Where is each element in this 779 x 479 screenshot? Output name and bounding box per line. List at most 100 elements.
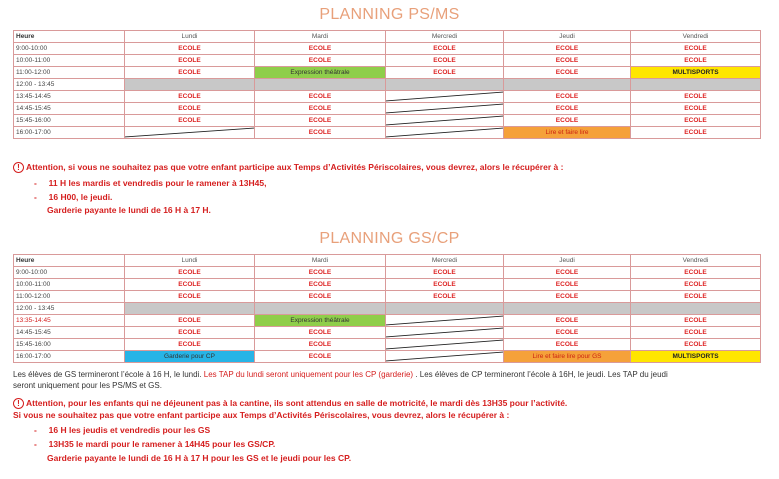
cell: ECOLE [503, 42, 631, 55]
cell: ECOLE [124, 42, 255, 55]
cell-empty [124, 78, 255, 91]
time-cell: 16:00-17:00 [13, 126, 125, 139]
time-cell: 12:00 - 13:45 [13, 78, 125, 91]
cell: ECOLE [630, 266, 761, 279]
cell: ECOLE [124, 326, 255, 339]
cell: ECOLE [254, 126, 386, 139]
col-mardi: Mardi [254, 30, 386, 43]
table-row: 14:45-15:45 ECOLE ECOLE ECOLE ECOLE [13, 326, 761, 339]
warning-line-2: !Attention, pour les enfants qui ne déje… [13, 398, 567, 410]
warning-line-3: Si vous ne souhaitez pas que votre enfan… [13, 410, 510, 420]
cell: ECOLE [630, 290, 761, 303]
time-cell: 12:00 - 13:45 [13, 302, 125, 315]
cell: ECOLE [124, 90, 255, 103]
cell: ECOLE [254, 278, 386, 291]
warning-line-1: !Attention, si vous ne souhaitez pas que… [13, 162, 563, 174]
cell: ECOLE [503, 66, 631, 79]
time-cell: 15:45-16:00 [13, 114, 125, 127]
col-lundi: Lundi [124, 254, 255, 267]
col-lundi: Lundi [124, 30, 255, 43]
cell-empty [385, 78, 504, 91]
cell: ECOLE [630, 314, 761, 327]
cell: ECOLE [630, 114, 761, 127]
cell-struck [385, 114, 504, 127]
cell-struck [385, 90, 504, 103]
garderie-note-1: Garderie payante le lundi de 16 H à 17 H… [47, 205, 211, 215]
cell: ECOLE [254, 54, 386, 67]
table-row: 11:00-12:00 ECOLE Expression théâtrale E… [13, 66, 761, 79]
list-item: - 11 H les mardis et vendredis pour le r… [34, 178, 267, 188]
cell-struck [385, 126, 504, 139]
cell: ECOLE [503, 90, 631, 103]
col-heure: Heure [13, 254, 125, 267]
planning-gs-cp-table: Heure Lundi Mardi Mercredi Jeudi Vendred… [13, 254, 761, 363]
col-vendredi: Vendredi [630, 30, 761, 43]
cell: ECOLE [124, 266, 255, 279]
cell: ECOLE [503, 114, 631, 127]
cell: ECOLE [630, 102, 761, 115]
time-cell: 10:00-11:00 [13, 278, 125, 291]
col-heure: Heure [13, 30, 125, 43]
cell-empty [254, 302, 386, 315]
time-cell: 11:00-12:00 [13, 290, 125, 303]
cell-expression-theatrale: Expression théâtrale [254, 66, 386, 79]
cell: ECOLE [124, 102, 255, 115]
col-vendredi: Vendredi [630, 254, 761, 267]
cell: ECOLE [503, 338, 631, 351]
cell-empty [254, 78, 386, 91]
cell: ECOLE [254, 102, 386, 115]
table-row: 13:35-14:45 ECOLE Expression théâtrale E… [13, 314, 761, 327]
cell-struck [385, 326, 504, 339]
list-item: - 16 H les jeudis et vendredis pour les … [34, 425, 211, 435]
cell: ECOLE [630, 338, 761, 351]
time-cell: 16:00-17:00 [13, 350, 125, 363]
cell: ECOLE [503, 314, 631, 327]
cell: ECOLE [503, 278, 631, 291]
cell: ECOLE [503, 290, 631, 303]
cell: ECOLE [254, 290, 386, 303]
header-row: Heure Lundi Mardi Mercredi Jeudi Vendred… [13, 30, 761, 43]
time-cell: 10:00-11:00 [13, 54, 125, 67]
warning-circle-icon: ! [13, 398, 24, 410]
table-row: 13:45-14:45 ECOLE ECOLE ECOLE ECOLE [13, 90, 761, 103]
cell-garderie-cp: Garderie pour CP [124, 350, 255, 363]
table-row: 9:00-10:00 ECOLE ECOLE ECOLE ECOLE ECOLE [13, 42, 761, 55]
time-cell: 13:45-14:45 [13, 90, 125, 103]
cell: ECOLE [254, 338, 386, 351]
cell: ECOLE [124, 338, 255, 351]
cell: ECOLE [385, 66, 504, 79]
cell-empty [503, 78, 631, 91]
cell: ECOLE [385, 278, 504, 291]
cell: ECOLE [124, 114, 255, 127]
col-jeudi: Jeudi [503, 30, 631, 43]
cell: ECOLE [630, 90, 761, 103]
cell-lire-et-faire-lire: Lire et faire lire [503, 126, 631, 139]
table-row: 16:00-17:00 ECOLE Lire et faire lire ECO… [13, 126, 761, 139]
cell: ECOLE [254, 326, 386, 339]
cell-struck [385, 350, 504, 363]
cell-struck [124, 126, 255, 139]
cell: ECOLE [254, 114, 386, 127]
cell: ECOLE [630, 126, 761, 139]
cell: ECOLE [385, 54, 504, 67]
cell: ECOLE [385, 42, 504, 55]
cell: ECOLE [503, 266, 631, 279]
table-row: 15:45-16:00 ECOLE ECOLE ECOLE ECOLE [13, 338, 761, 351]
cell: ECOLE [124, 54, 255, 67]
cell: ECOLE [254, 42, 386, 55]
cell-multisports: MULTISPORTS [630, 350, 761, 363]
cell: ECOLE [503, 326, 631, 339]
cell-lire-et-faire-lire-gs: Lire et faire lire pour GS [503, 350, 631, 363]
cell-struck [385, 314, 504, 327]
cell: ECOLE [124, 290, 255, 303]
table-row: 11:00-12:00 ECOLE ECOLE ECOLE ECOLE ECOL… [13, 290, 761, 303]
cell-struck [385, 102, 504, 115]
cell: ECOLE [124, 278, 255, 291]
table-row: 10:00-11:00 ECOLE ECOLE ECOLE ECOLE ECOL… [13, 54, 761, 67]
cell: ECOLE [630, 42, 761, 55]
info-line-2: seront uniquement pour les PS/MS et GS. [13, 381, 162, 390]
cell-empty [630, 78, 761, 91]
col-mercredi: Mercredi [385, 30, 504, 43]
cell: ECOLE [630, 278, 761, 291]
cell: ECOLE [385, 290, 504, 303]
